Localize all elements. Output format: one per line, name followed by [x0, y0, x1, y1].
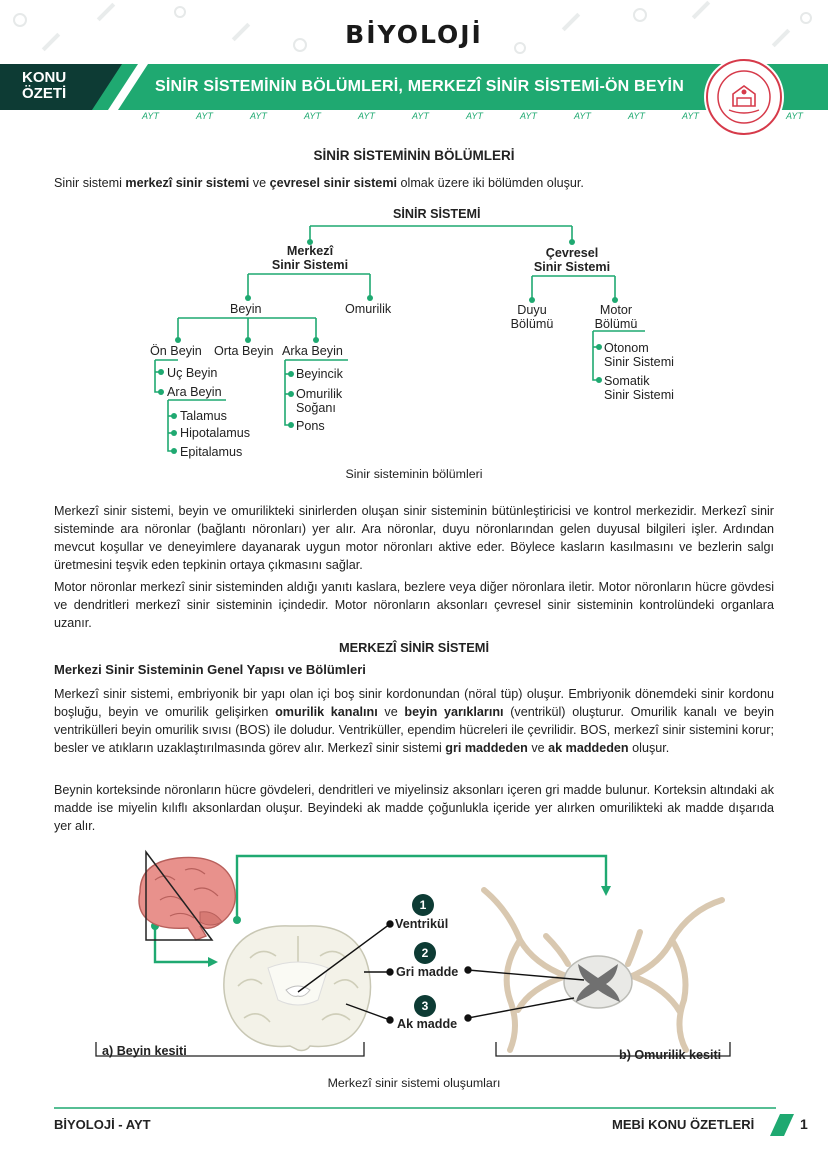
tree-pns-line2: Sinir Sistemi	[533, 260, 611, 274]
paragraph-3-run: ve	[527, 741, 549, 755]
tree-pns: Çevresel Sinir Sistemi	[524, 246, 620, 274]
tree-orta-beyin: Orta Beyin	[214, 344, 274, 358]
header-background-pattern	[13, 0, 812, 54]
tree-caption: Sinir sisteminin bölümleri	[345, 467, 483, 481]
ayt-tag: AYT	[412, 111, 429, 121]
tree-beyincik: Beyincik	[296, 367, 343, 381]
tree-duyu-line1: Duyu	[517, 303, 547, 317]
paragraph-2: Motor nöronlar merkezî sinir sisteminden…	[54, 580, 774, 630]
tree-motor-line1: Motor	[599, 303, 633, 317]
page-title: SİNİR SİSTEMİNİN BÖLÜMLERİ, MERKEZÎ SİNİ…	[155, 78, 684, 95]
header-band	[0, 64, 828, 110]
konu-line1: KONU	[22, 69, 67, 86]
ayt-tag: AYT	[196, 111, 213, 121]
paragraph-3-run: oluşur.	[628, 741, 670, 755]
tree-otonom-line2: Sinir Sistemi	[604, 355, 674, 369]
tree-epitalamus: Epitalamus	[180, 445, 243, 459]
tree-otonom-line1: Otonom	[604, 341, 649, 355]
intro-run: olmak üzere iki bölümden oluşur.	[397, 176, 584, 190]
tree-otonom: Otonom Sinir Sistemi	[604, 341, 674, 369]
brain-3d-icon	[138, 856, 236, 941]
konu-line2: ÖZETİ	[22, 85, 67, 102]
ayt-tag: AYT	[304, 111, 321, 121]
paragraph-3-run: ve	[377, 705, 405, 719]
label-beyin-kesiti: a) Beyin kesiti	[102, 1044, 187, 1058]
paragraph-3-run: omurilik kanalını	[275, 705, 378, 719]
tree-omurilik-sogani-line2: Soğanı	[296, 401, 336, 415]
ayt-tag: AYT	[682, 111, 699, 121]
tree-talamus: Talamus	[180, 409, 227, 423]
tree-omurilik-sogani-line1: Omurilik	[296, 387, 343, 401]
section-heading-1: SİNİR SİSTEMİNİN BÖLÜMLERİ	[313, 148, 515, 163]
tree-duyu: Duyu Bölümü	[502, 303, 562, 331]
tree-hipotalamus: Hipotalamus	[180, 426, 250, 440]
intro-run: merkezî sinir sistemi	[125, 176, 250, 190]
paragraph-3-run: (ventrikül) oluşturur. Omurilik kanalı v…	[54, 705, 774, 755]
page-number: 1	[800, 1116, 808, 1132]
figure-number-2: 2	[414, 942, 436, 964]
ayt-tag: AYT	[466, 111, 483, 121]
tree-uc-beyin: Uç Beyin	[167, 366, 218, 380]
ayt-tag: AYT	[142, 111, 159, 121]
tree-arka-beyin: Arka Beyin	[282, 344, 343, 358]
ayt-tag: AYT	[628, 111, 645, 121]
footer-rule	[54, 1107, 794, 1136]
footer-series: MEBİ KONU ÖZETLERİ	[612, 1117, 755, 1132]
intro-run: Sinir sistemi	[54, 176, 126, 190]
tree-motor: Motor Bölümü	[585, 303, 647, 331]
label-ventrikul: Ventrikül	[395, 917, 449, 931]
tree-ara-beyin: Ara Beyin	[167, 385, 222, 399]
ayt-strip: AYT AYT AYT AYT AYT AYT AYT AYT AYT AYT …	[118, 110, 828, 124]
label-ak-madde: Ak madde	[397, 1017, 458, 1031]
footer-subject: BİYOLOJİ - AYT	[54, 1117, 151, 1132]
label-gri-madde: Gri madde	[396, 965, 459, 979]
paragraph-1: Merkezî sinir sistemi, beyin ve omurilik…	[54, 504, 774, 572]
tree-somatik-line1: Somatik	[604, 374, 650, 388]
ayt-tag: AYT	[358, 111, 375, 121]
tree-pons: Pons	[296, 419, 325, 433]
tree-cns-line2: Sinir Sistemi	[271, 258, 349, 272]
brain-section	[223, 925, 372, 1052]
paragraph-3: Merkezî sinir sistemi, embriyonik bir ya…	[54, 685, 774, 757]
tree-somatik-line2: Sinir Sistemi	[604, 388, 674, 402]
meb-seal-logo	[704, 57, 784, 137]
tree-cns: Merkezî Sinir Sistemi	[262, 244, 358, 272]
tree-omurilik-sogani: Omurilik Soğanı	[296, 387, 342, 415]
tree-motor-line2: Bölümü	[594, 317, 638, 331]
ayt-tag: AYT	[786, 111, 803, 121]
intro-paragraph: Sinir sistemi merkezî sinir sistemi ve ç…	[54, 174, 774, 192]
section-heading-2: MERKEZÎ SİNİR SİSTEMİ	[338, 640, 490, 655]
paragraph-3-run: ak maddeden	[548, 741, 629, 755]
figure-number-3: 3	[414, 995, 436, 1017]
tree-somatik: Somatik Sinir Sistemi	[604, 374, 674, 402]
paragraph-4: Beynin korteksinde nöronların hücre gövd…	[54, 783, 774, 833]
subheading: Merkezi Sinir Sisteminin Genel Yapısı ve…	[54, 662, 366, 677]
ayt-tag: AYT	[250, 111, 267, 121]
tree-duyu-line2: Bölümü	[510, 317, 554, 331]
subject-title: BİYOLOJİ	[345, 20, 483, 49]
tree-cns-line1: Merkezî	[286, 244, 334, 258]
konu-ozeti-badge: KONU ÖZETİ	[22, 70, 66, 102]
intro-run: ve	[249, 176, 270, 190]
tree-omurilik: Omurilik	[345, 302, 392, 316]
paragraph-3-run: Merkezî sinir sistemi, embriyonik bir ya…	[54, 687, 774, 719]
tree-on-beyin: Ön Beyin	[150, 344, 202, 358]
tree-pns-line1: Çevresel	[545, 246, 599, 260]
tree-root: SİNİR SİSTEMİ	[393, 207, 481, 221]
figure-caption: Merkezî sinir sistemi oluşumları	[327, 1076, 501, 1090]
paragraph-3-run: gri maddeden	[445, 741, 528, 755]
ayt-tag: AYT	[574, 111, 591, 121]
ayt-tag: AYT	[520, 111, 537, 121]
intro-run: çevresel sinir sistemi	[269, 176, 398, 190]
tree-beyin: Beyin	[230, 302, 262, 316]
paragraph-3-run: beyin yarıklarını	[404, 705, 504, 719]
label-omurilik-kesiti: b) Omurilik kesiti	[619, 1048, 722, 1062]
cns-structures-figure	[95, 849, 731, 1057]
figure-number-1: 1	[412, 894, 434, 916]
